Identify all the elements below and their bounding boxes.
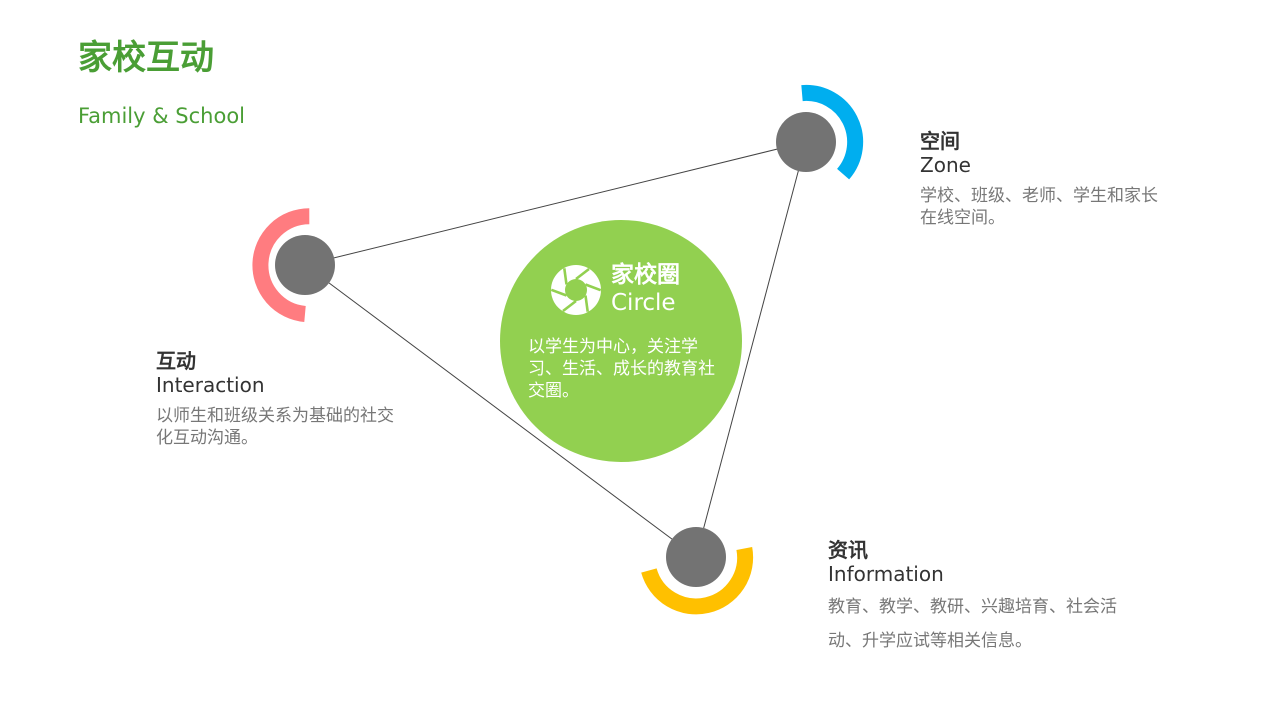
information-subtitle: Information bbox=[828, 562, 944, 586]
interaction-subtitle: Interaction bbox=[156, 373, 265, 397]
information-title: 资讯 bbox=[828, 538, 868, 562]
center-title: 家校圈 bbox=[611, 262, 680, 288]
interaction-description: 以师生和班级关系为基础的社交化互动沟通。 bbox=[156, 406, 394, 448]
page-subtitle: Family & School bbox=[78, 104, 246, 128]
connector-zone-information bbox=[695, 141, 807, 558]
connector-interaction-zone bbox=[304, 141, 807, 266]
information-label-block: 资讯 Information 教育、教学、教研、兴趣培育、社会活动、升学应试等相… bbox=[828, 538, 1128, 658]
zone-subtitle: Zone bbox=[920, 153, 971, 177]
center-description: 以学生为中心，关注学习、生活、成长的教育社交圈。 bbox=[528, 337, 715, 401]
page-title: 家校互动 bbox=[78, 38, 214, 78]
zone-label-block: 空间 Zone 学校、班级、老师、学生和家长在线空间。 bbox=[920, 129, 1160, 229]
zone-description: 学校、班级、老师、学生和家长在线空间。 bbox=[920, 186, 1158, 228]
zone-node bbox=[776, 112, 836, 172]
information-description: 教育、教学、教研、兴趣培育、社会活动、升学应试等相关信息。 bbox=[828, 597, 1117, 651]
information-accent-arc bbox=[641, 547, 754, 615]
interaction-accent-arc bbox=[252, 208, 310, 322]
interaction-node bbox=[275, 235, 335, 295]
information-node bbox=[666, 527, 726, 587]
connector-information-interaction bbox=[304, 264, 697, 558]
interaction-label-block: 互动 Interaction 以师生和班级关系为基础的社交化互动沟通。 bbox=[156, 349, 396, 449]
interaction-title: 互动 bbox=[156, 349, 196, 373]
zone-title: 空间 bbox=[920, 129, 960, 153]
zone-accent-arc bbox=[801, 84, 864, 180]
center-subtitle: Circle bbox=[611, 290, 676, 316]
shutter-logo-icon bbox=[550, 265, 602, 315]
